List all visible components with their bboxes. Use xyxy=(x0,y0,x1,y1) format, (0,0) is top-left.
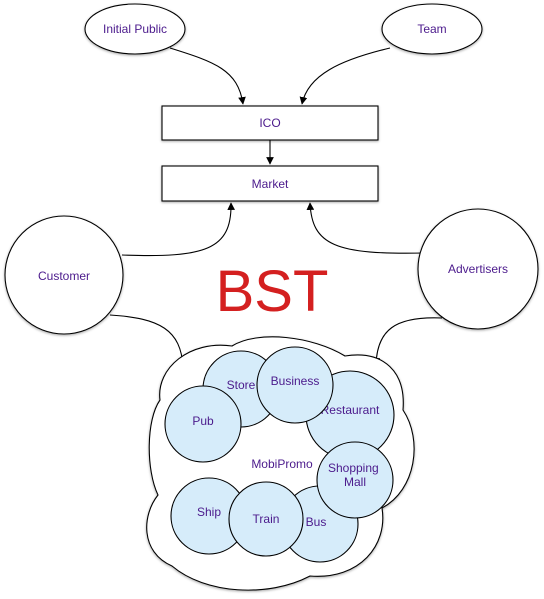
node-team: Team xyxy=(381,3,483,55)
node-ico-label: ICO xyxy=(259,116,280,130)
bst-title: BST xyxy=(216,259,329,324)
node-ship: Ship xyxy=(170,477,248,555)
node-business: Business xyxy=(256,346,334,424)
node-train: Train xyxy=(228,481,304,557)
arrow-advertisers-to-cloud xyxy=(372,317,443,366)
node-customer-label: Customer xyxy=(38,269,90,283)
node-pub-label: Pub xyxy=(192,414,214,428)
node-store-label: Store xyxy=(227,378,256,392)
arrow-customer-to-cloud xyxy=(109,314,187,368)
node-bus-label: Bus xyxy=(306,515,327,529)
node-initial-public-label: Initial Public xyxy=(103,22,167,36)
node-ship-label: Ship xyxy=(197,505,221,519)
node-advertisers: Advertisers xyxy=(417,208,539,330)
node-initial-public: Initial Public xyxy=(84,3,186,55)
mobipromo-label: MobiPromo xyxy=(251,457,313,471)
arrow-team-to-ico xyxy=(299,47,391,105)
node-shopping-mall: Shopping Mall xyxy=(316,441,394,519)
node-train-label: Train xyxy=(253,512,280,526)
node-shopping-mall-label: Shopping Mall xyxy=(328,461,382,489)
node-market: Market xyxy=(161,165,379,202)
arrow-advertisers-to-market xyxy=(306,202,426,254)
node-restaurant-label: Restaurant xyxy=(321,403,380,417)
arrow-customer-to-market xyxy=(121,202,235,257)
node-market-label: Market xyxy=(252,177,289,191)
node-team-label: Team xyxy=(417,22,446,36)
node-business-label: Business xyxy=(271,374,320,388)
node-advertisers-label: Advertisers xyxy=(448,262,508,276)
arrow-initial-public-to-ico xyxy=(169,47,246,105)
node-customer: Customer xyxy=(4,215,124,335)
node-ico: ICO xyxy=(161,105,379,141)
node-pub: Pub xyxy=(164,385,242,463)
